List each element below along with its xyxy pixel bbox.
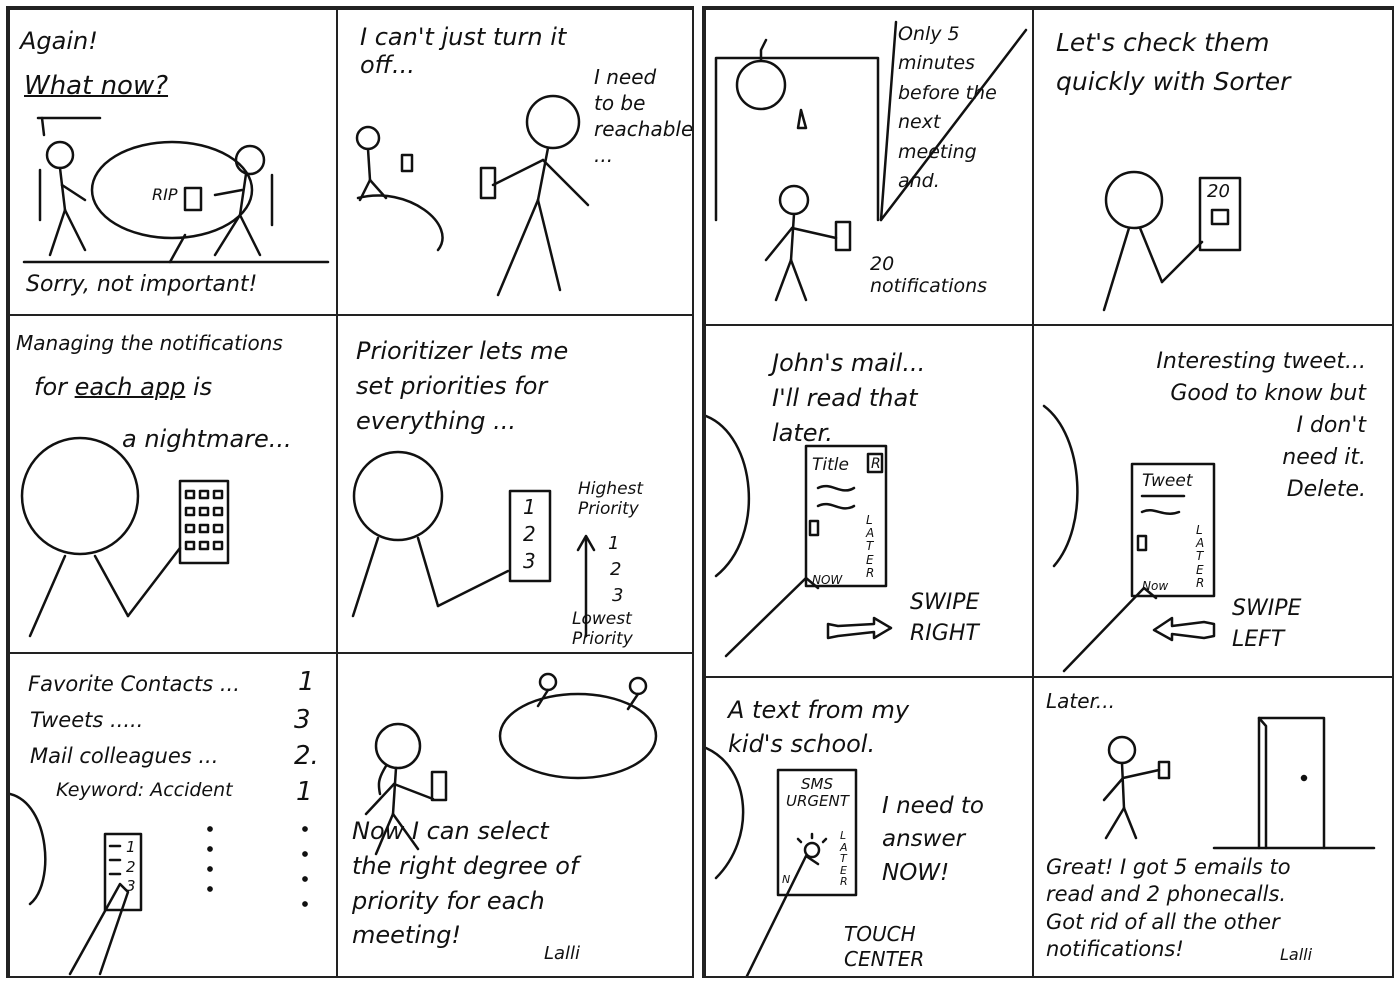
mail-card-title: Title — [812, 455, 849, 475]
tweet-card-now-label: Now — [1142, 579, 1169, 593]
artist-signature-right: Lalli — [1280, 945, 1313, 964]
panel-caption-interesting-tweet: Interesting tweet... Good to know but I … — [1156, 349, 1366, 502]
setting-value-keyword-accident: 1 — [296, 777, 313, 807]
panel-swipe-right: John's mail... I'll read that later. Tit… — [704, 324, 1034, 678]
panel-caption-managing: Managing the notifications — [16, 331, 283, 355]
left-storyboard-sheet: Again! What now? RIP Sorry, not importan… — [6, 6, 694, 978]
highest-priority-label: Highest Priority — [578, 479, 644, 519]
swipe-left-label: SWIPE LEFT — [1232, 596, 1302, 652]
panel-caption-select-degree: Now I can select the right degree of pri… — [352, 817, 579, 950]
panel-caption-sorry: Sorry, not important! — [26, 272, 258, 297]
sms-card-title: SMS URGENT — [786, 775, 849, 811]
swipe-right-label: SWIPE RIGHT — [910, 590, 980, 646]
panel-meeting-interruption: Again! What now? RIP Sorry, not importan… — [8, 8, 338, 316]
panel-caption-great: Great! I got 5 emails to read and 2 phon… — [1046, 855, 1291, 961]
panel-prioritizer: Prioritizer lets me set priorities for e… — [336, 314, 694, 654]
panel-caption-each-app: for each app is — [34, 373, 213, 401]
panel-priority-settings: Favorite Contacts ... 1 Tweets ..... 3 M… — [8, 652, 338, 978]
panel-managing-notifications: Managing the notifications for each app … — [8, 314, 338, 654]
meeting-room-illustration — [364, 672, 658, 856]
mail-card-now-label: NOW — [812, 573, 843, 587]
panel-caption-nightmare: a nightmare... — [122, 425, 292, 453]
sms-card-later-label: LATER — [840, 829, 848, 889]
tweet-card-later-label: LATER — [1196, 523, 1205, 590]
panel-caption-prioritizer: Prioritizer lets me set priorities for e… — [356, 337, 569, 435]
setting-row-keyword-accident: Keyword: Accident — [56, 779, 233, 801]
priority-level-3: 3 — [612, 585, 624, 606]
panel-swipe-left: Interesting tweet... Good to know but I … — [1032, 324, 1394, 678]
panel-five-minutes: Only 5 minutes before the next meeting a… — [704, 8, 1034, 326]
panel-caption-check-sorter: Let's check them quickly with Sorter — [1056, 28, 1291, 96]
person-with-phone-illustration — [355, 94, 590, 297]
swipe-left-illustration — [1042, 404, 1216, 673]
panel-check-sorter: Let's check them quickly with Sorter 20 — [1032, 8, 1394, 326]
panel-later-result: Later... Great! I got 5 emails to read a… — [1032, 676, 1394, 978]
person-checking-phone-illustration — [1102, 170, 1242, 312]
setting-value-tweets: 3 — [294, 705, 311, 735]
meeting-table-illustration: RIP — [22, 116, 330, 264]
sorter-notification-count: 20 — [1207, 181, 1230, 202]
setting-row-tweets: Tweets ..... — [30, 708, 144, 732]
right-storyboard-sheet: Only 5 minutes before the next meeting a… — [702, 6, 1394, 978]
panel-caption-five-minutes: Only 5 minutes before the next meeting a… — [898, 23, 997, 193]
settings-phone-list: 1 2 3 — [126, 838, 136, 895]
setting-value-favorite-contacts: 1 — [298, 667, 315, 697]
panel-caption-johns-mail: John's mail... I'll read that later. — [772, 349, 926, 447]
panel-caption-20-notifications: 20 notifications — [870, 253, 988, 297]
mail-card-later-label: LATER — [866, 513, 875, 580]
panel-caption-cant-turn-off: I can't just turn it off... — [360, 23, 567, 79]
person-with-priority-phone-illustration — [351, 450, 596, 638]
doorway-person-illustration — [714, 20, 1028, 302]
touch-center-illustration — [706, 746, 858, 976]
panel-caption-need-answer: I need to answer NOW! — [882, 793, 984, 886]
tweet-card-title: Tweet — [1142, 471, 1193, 491]
happy-person-door-illustration — [1102, 716, 1376, 850]
lowest-priority-label: Lowest Priority — [572, 609, 633, 649]
panel-caption-later: Later... — [1046, 689, 1116, 713]
panel-caption-again: Again! — [20, 27, 98, 55]
touch-center-label: TOUCH CENTER — [844, 922, 925, 971]
panel-caption-need-reachable: I need to be reachable ... — [594, 65, 694, 167]
priority-level-2: 2 — [610, 559, 622, 580]
setting-row-favorite-contacts: Favorite Contacts ... — [28, 672, 240, 696]
swipe-right-illustration — [706, 414, 893, 658]
panel-cant-turn-off: I can't just turn it off... I need to be… — [336, 8, 694, 316]
setting-row-mail-colleagues: Mail colleagues ... — [30, 744, 219, 768]
panel-caption-what-now: What now? — [24, 71, 169, 101]
artist-signature: Lalli — [544, 943, 581, 964]
panel-touch-center: A text from my kid's school. SMS URGENT … — [704, 676, 1034, 978]
svg-text:RIP: RIP — [152, 185, 178, 204]
worried-person-illustration — [20, 436, 230, 638]
panel-select-priority: Now I can select the right degree of pri… — [336, 652, 694, 978]
panel-caption-text-from-school: A text from my kid's school. — [728, 696, 910, 758]
phone-priority-list: 1 2 3 — [523, 495, 536, 573]
priority-level-1: 1 — [608, 533, 620, 554]
sms-card-now-label: N — [782, 873, 791, 886]
setting-value-mail-colleagues: 2. — [294, 741, 319, 771]
mail-card-badge: R — [871, 456, 881, 472]
settings-hand-illustration — [10, 792, 308, 976]
